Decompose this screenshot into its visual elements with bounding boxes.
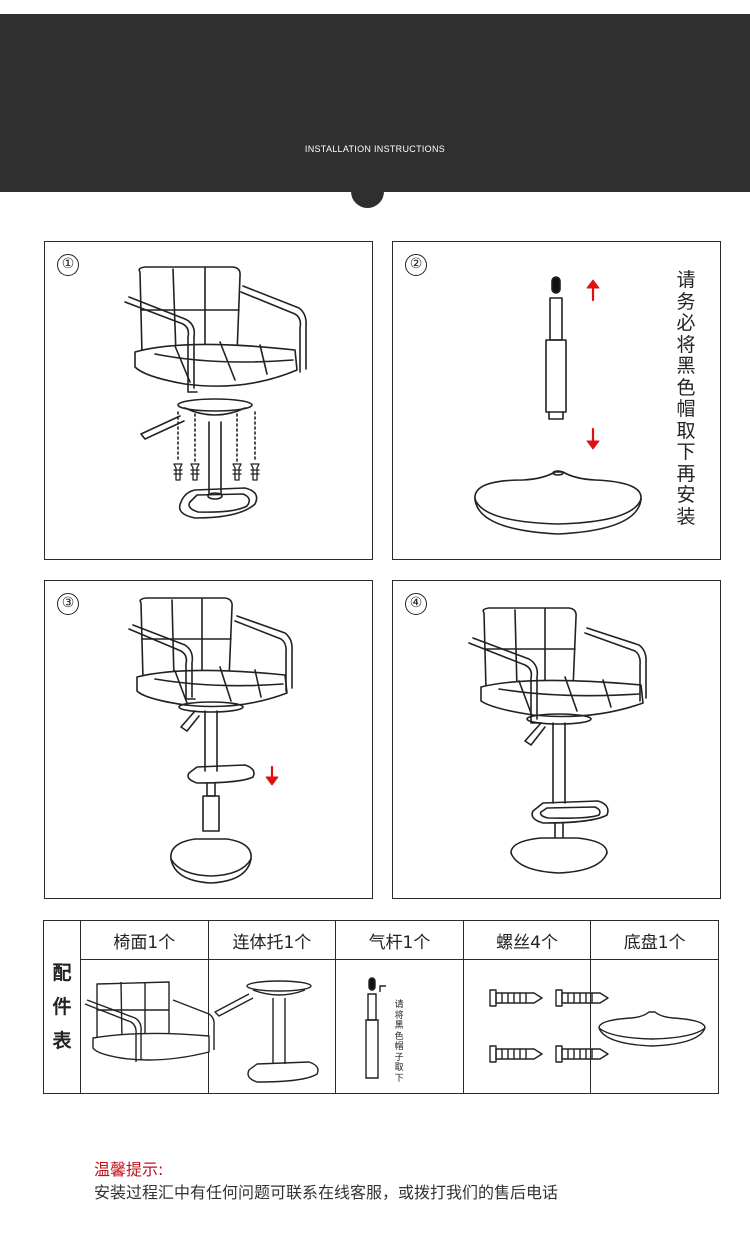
step-4-illustration [468, 607, 647, 874]
parts-table: 配 件 表 椅面1个 连体托1个 气杆1个 螺丝4个 底盘1个 [43, 919, 719, 1094]
bracket-image [207, 959, 337, 1094]
gas-rod-image: 请将 黑色 帽子 取下 [335, 959, 464, 1094]
col-base: 底盘1个 [590, 919, 719, 961]
header-notch [351, 175, 384, 208]
col-gas-rod: 气杆1个 [335, 919, 464, 961]
col-seat: 椅面1个 [80, 919, 209, 961]
gas-rod-note: 请将 黑色 帽子 取下 [394, 1000, 404, 1084]
step-4-number: ④ [405, 593, 427, 615]
screws-image [462, 959, 609, 1094]
step-3-illustration [128, 597, 293, 884]
step-3-panel: ③ [44, 580, 373, 899]
step-2-illustration [474, 276, 642, 535]
step-4-panel: ④ [392, 580, 721, 899]
step-2-panel: ② 请务必 将黑色 帽取下 再安装 [392, 241, 721, 560]
step-3-number: ③ [57, 593, 79, 615]
remove-cap-note: 请务必 将黑色 帽取下 再安装 [676, 269, 696, 528]
seat-image [80, 959, 215, 1094]
black-cap-icon [551, 276, 561, 294]
page-title: INSTALLATION INSTRUCTIONS [304, 144, 446, 154]
col-screws: 螺丝4个 [462, 919, 592, 961]
tip-title: 温馨提示: [94, 1160, 164, 1179]
base-image [590, 959, 719, 1094]
down-arrow-icon [265, 765, 279, 786]
step-1-panel: ① [44, 241, 373, 560]
step-1-illustration [124, 266, 307, 519]
step-1-number: ① [57, 254, 79, 276]
tip-body: 安装过程汇中有任何问题可联系在线客服，或拨打我们的售后电话 [94, 1183, 559, 1202]
parts-table-side-label: 配 件 表 [43, 920, 81, 1094]
down-arrow-icon [586, 427, 600, 450]
col-bracket: 连体托1个 [207, 919, 337, 961]
step-2-number: ② [405, 254, 427, 276]
up-arrow-icon [586, 279, 600, 302]
header-banner: INSTALLATION INSTRUCTIONS [0, 14, 750, 192]
